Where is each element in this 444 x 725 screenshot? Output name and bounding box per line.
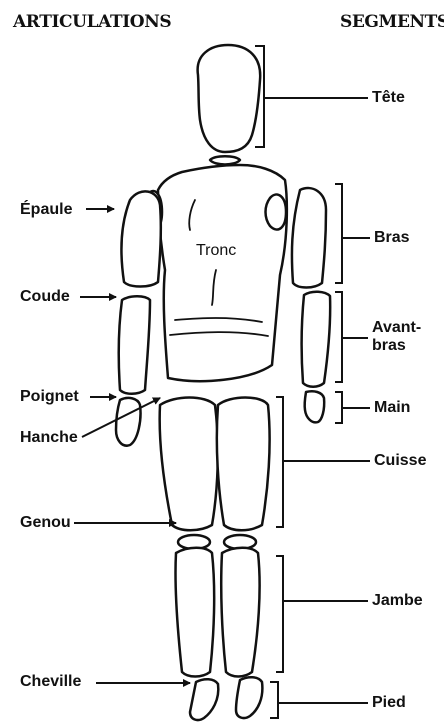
right-forearm xyxy=(302,292,331,387)
bras-bracket xyxy=(335,184,370,283)
segment-label-jambe: Jambe xyxy=(372,592,423,610)
segment-label-avant-bras: Avant- bras xyxy=(372,319,421,355)
main-bracket xyxy=(335,392,370,423)
joint-label-poignet: Poignet xyxy=(20,388,79,406)
joint-label-coude: Coude xyxy=(20,288,70,306)
left-lower-leg xyxy=(175,548,214,677)
avant-bras-bracket xyxy=(335,292,368,382)
articulations-header: ARTICULATIONS xyxy=(13,12,171,32)
left-forearm xyxy=(119,296,150,394)
tronc-label: Tronc xyxy=(196,242,236,260)
segment-label-bras: Bras xyxy=(374,229,410,247)
left-hand xyxy=(116,398,141,446)
segment-label-cuisse: Cuisse xyxy=(374,452,426,470)
left-upper-arm xyxy=(122,191,161,286)
joint-label-epaule: Épaule xyxy=(20,201,72,219)
joint-label-hanche: Hanche xyxy=(20,429,78,447)
jambe-bracket xyxy=(276,556,368,672)
left-thigh xyxy=(160,398,218,531)
head-shape xyxy=(198,45,261,152)
neck-shape xyxy=(210,156,240,164)
joint-label-cheville: Cheville xyxy=(20,673,81,691)
segment-label-main: Main xyxy=(374,399,410,417)
left-foot xyxy=(190,679,218,720)
right-shoulder-ball xyxy=(266,194,287,229)
right-foot xyxy=(236,677,262,718)
pied-bracket xyxy=(270,682,368,718)
segment-label-pied: Pied xyxy=(372,694,406,712)
tete-bracket xyxy=(255,46,368,147)
segments-header: SEGMENTS xyxy=(340,12,444,32)
right-upper-arm xyxy=(292,188,326,287)
joint-label-genou: Genou xyxy=(20,514,71,532)
right-lower-leg xyxy=(221,548,259,677)
segment-label-tete: Tête xyxy=(372,89,405,107)
right-thigh xyxy=(217,398,270,531)
torso-shape xyxy=(158,165,287,381)
right-hand xyxy=(305,391,325,422)
